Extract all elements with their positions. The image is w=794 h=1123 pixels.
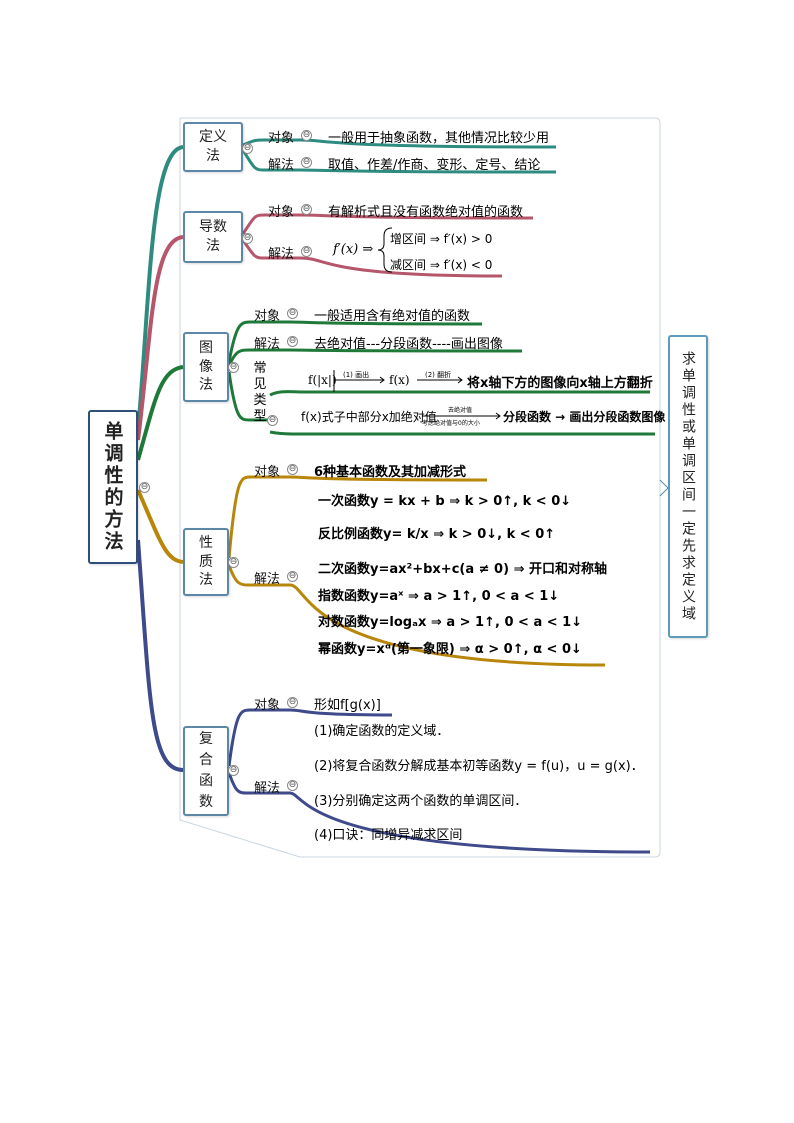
definition-object-label: 对象: [268, 131, 295, 146]
side-note-label: 求单调性或单调区间一定先求定义域: [680, 350, 696, 623]
composite-method-collapse-icon[interactable]: ⊖: [287, 780, 298, 791]
branch-line-derivative: [136, 235, 184, 441]
type2-arrow: [422, 412, 501, 420]
type1-fx: f(x): [389, 373, 410, 387]
branch-definition[interactable]: 定义法: [183, 122, 243, 172]
graph-object-collapse-icon[interactable]: ⊖: [287, 308, 298, 319]
graph-types-collapse-icon[interactable]: ⊖: [267, 415, 278, 426]
type1-arrow-1: [334, 376, 385, 384]
type1-arrow2-label: (2) 翻折: [425, 371, 452, 379]
derivative-object-collapse-icon[interactable]: ⊖: [301, 204, 312, 215]
derivative-method-collapse-icon[interactable]: ⊖: [301, 246, 312, 257]
composite-title: 复合函数: [198, 731, 213, 810]
type1-arrow1-label: (1) 画出: [343, 371, 370, 379]
graph-types-label: 常见类型: [253, 361, 267, 424]
graph-collapse-icon[interactable]: ⊖: [228, 362, 239, 373]
type1-arrow-2: [417, 376, 463, 384]
property-item-quadratic: 二次函数y=ax²+bx+c(a ≠ 0) ⇒ 开口和对称轴: [318, 562, 607, 577]
derivative-increase: 增区间 ⇒ f′(x) > 0: [390, 232, 493, 246]
composite-object-collapse-icon[interactable]: ⊖: [287, 697, 298, 708]
type2-result: 分段函数 → 画出分段函数图像: [503, 410, 666, 424]
branch-property[interactable]: 性质法: [183, 528, 229, 596]
graph-method-collapse-icon[interactable]: ⊖: [287, 336, 298, 347]
definition-method-text: 取值、作差/作商、变形、定号、结论: [328, 158, 541, 173]
type1-result: 将x轴下方的图像向x轴上方翻折: [467, 376, 653, 391]
root-node[interactable]: 单调性的方法: [88, 410, 138, 564]
graph-title: 图像法: [198, 339, 213, 394]
composite-step-3: (3)分别确定这两个函数的单调区间．: [314, 794, 528, 809]
derivative-title: 导数法: [199, 219, 227, 254]
property-method-label: 解法: [254, 572, 281, 587]
composite-method-label: 解法: [254, 781, 281, 796]
root-label: 单调性的方法: [101, 421, 124, 553]
definition-title: 定义法: [198, 129, 227, 164]
derivative-object-label: 对象: [268, 205, 295, 220]
composite-step-4: (4)口诀：同增异减求区间: [314, 828, 463, 843]
graph-method-label: 解法: [254, 337, 281, 352]
type1-f-abs: f(|x|): [308, 373, 337, 387]
definition-object-collapse-icon[interactable]: ⊖: [301, 130, 312, 141]
property-collapse-icon[interactable]: ⊖: [228, 557, 239, 568]
composite-object-label: 对象: [254, 698, 281, 713]
type2-arrow-bottom: 考虑绝对值与0的大小: [422, 420, 480, 427]
property-object-collapse-icon[interactable]: ⊖: [287, 464, 298, 475]
derivative-brace: [377, 227, 393, 273]
graph-method-text: 去绝对值---分段函数----画出图像: [314, 337, 503, 352]
branch-derivative[interactable]: 导数法: [183, 211, 243, 263]
property-item-inverse: 反比例函数y= k/x ⇒ k > 0↓, k < 0↑: [318, 527, 556, 542]
graph-object-text: 一般适用含有绝对值的函数: [314, 309, 471, 324]
branch-line-property: [136, 489, 184, 564]
derivative-decrease: 减区间 ⇒ f′(x) < 0: [390, 258, 493, 272]
property-item-power: 幂函数y=xᵅ(第一象限) ⇒ α > 0↑, α < 0↓: [318, 642, 582, 657]
derivative-collapse-icon[interactable]: ⊖: [242, 233, 253, 244]
derivative-object-text: 有解析式且没有函数绝对值的函数: [328, 205, 524, 220]
property-title: 性质法: [198, 534, 213, 589]
branch-line-graph: [136, 365, 184, 461]
property-method-collapse-icon[interactable]: ⊖: [287, 571, 298, 582]
branch-composite[interactable]: 复合函数: [183, 726, 229, 816]
property-object-label: 对象: [254, 465, 281, 480]
type2-source: f(x)式子中部分x加绝对值: [301, 410, 437, 424]
side-note-bracket: [659, 479, 669, 497]
graph-object-label: 对象: [254, 309, 281, 324]
composite-object-text: 形如f[g(x)]: [314, 698, 381, 713]
property-item-linear: 一次函数y = kx + b ⇒ k > 0↑, k < 0↓: [318, 494, 572, 509]
branch-line-definition: [136, 145, 184, 431]
derivative-fx: f′(x) ⇒: [333, 242, 374, 257]
type2-arrow-top: 去绝对值: [448, 407, 473, 414]
summary-frame: [179, 117, 661, 858]
branch-graph[interactable]: 图像法: [183, 332, 229, 402]
property-item-logarithmic: 对数函数y=logₐx ⇒ a > 1↑, 0 < a < 1↓: [318, 615, 583, 630]
property-object-text: 6种基本函数及其加减形式: [314, 465, 467, 480]
definition-method-collapse-icon[interactable]: ⊖: [301, 157, 312, 168]
definition-object-text: 一般用于抽象函数，其他情况比较少用: [328, 131, 550, 146]
side-note[interactable]: 求单调性或单调区间一定先求定义域: [668, 335, 708, 638]
definition-collapse-icon[interactable]: ⊖: [242, 143, 253, 154]
derivative-method-label: 解法: [268, 247, 295, 262]
composite-step-2: (2)将复合函数分解成基本初等函数y = f(u)，u = g(x)．: [314, 759, 644, 774]
root-collapse-icon[interactable]: ⊖: [139, 482, 150, 493]
property-item-exponential: 指数函数y=aˣ ⇒ a > 1↑, 0 < a < 1↓: [318, 589, 560, 604]
composite-collapse-icon[interactable]: ⊖: [228, 765, 239, 776]
definition-method-label: 解法: [268, 158, 295, 173]
branch-line-composite: [136, 539, 184, 772]
composite-step-1: (1)确定函数的定义域．: [314, 724, 450, 739]
